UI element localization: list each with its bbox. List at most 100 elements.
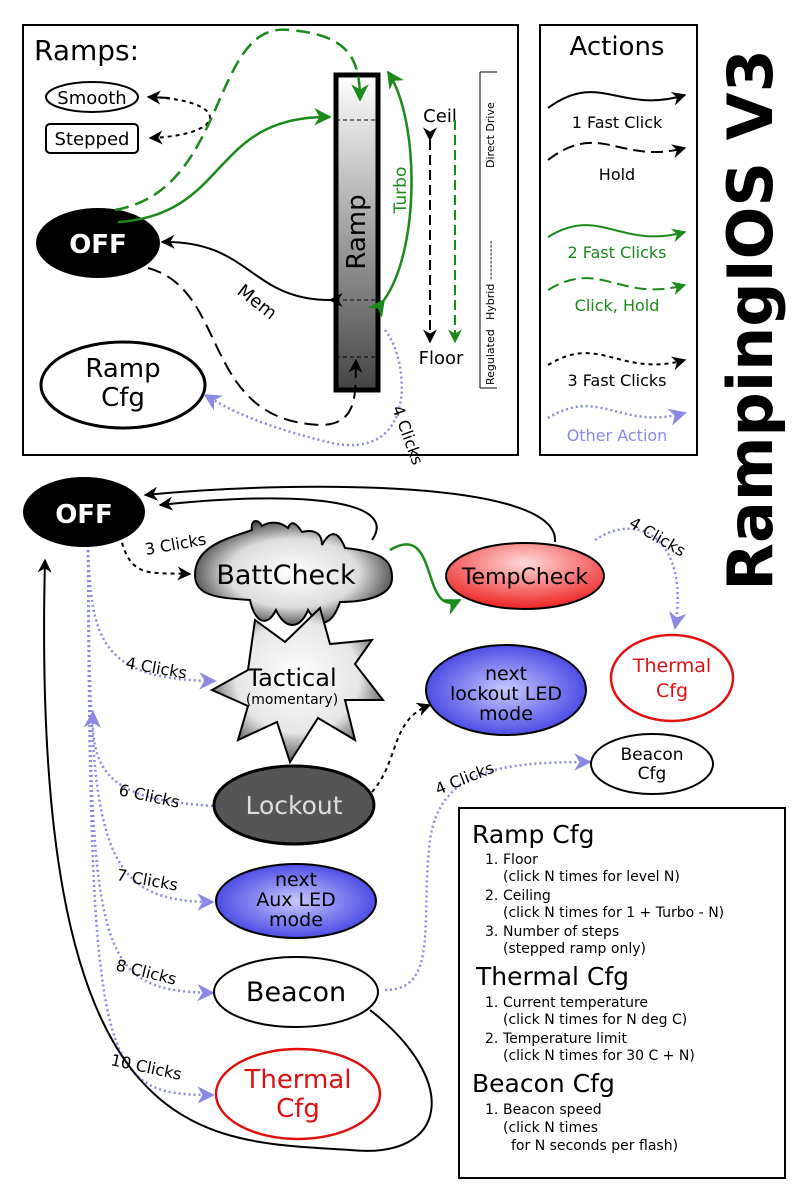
ramp-cfg-node: Ramp Cfg xyxy=(39,340,207,430)
page-title: RampingIOS V3 xyxy=(714,49,787,590)
ramp-cfg-item3-line2: (stepped ramp only) xyxy=(503,941,646,957)
side-dashes: ---------- xyxy=(484,240,497,280)
next-aux-line2: Aux LED xyxy=(256,889,336,911)
legend-line-5 xyxy=(547,352,687,371)
tactical-line2: (momentary) xyxy=(246,692,338,708)
ramps-heading: Ramps: xyxy=(34,34,139,67)
battcheck-node: BattCheck xyxy=(193,520,394,626)
actions-heading: Actions xyxy=(570,32,665,62)
off-hold-to-floor xyxy=(147,267,363,427)
next-lockout-line3: mode xyxy=(479,703,533,725)
side-direct-drive: Direct Drive xyxy=(484,102,497,168)
legend-line-3 xyxy=(547,224,687,243)
legend-label-1: 1 Fast Click xyxy=(572,113,663,132)
edge-label-six-clicks: 6 Clicks xyxy=(117,780,181,811)
battcheck-label: BattCheck xyxy=(216,560,356,591)
beacon-node: Beacon xyxy=(213,956,379,1028)
edge-beacon-to-off xyxy=(37,558,433,1152)
thermal-cfg-item2-line1: Temperature limit xyxy=(502,1031,627,1047)
tempcheck-node: TempCheck xyxy=(445,542,605,610)
next-aux-led-node: next Aux LED mode xyxy=(215,863,377,939)
smooth-label: Smooth xyxy=(57,88,126,109)
edge-lockout-to-off xyxy=(83,710,214,808)
beacon-cfg-line1: Beacon xyxy=(620,745,683,765)
edge-label-four-clicks-tactical: 4 Clicks xyxy=(124,653,188,682)
next-lockout-line1: next xyxy=(485,663,527,685)
edge-battcheck-to-off xyxy=(158,496,378,541)
thermal-cfg-small-node: Thermal Cfg xyxy=(609,633,735,723)
beacon-cfg-item1-line3: for N seconds per flash) xyxy=(511,1138,678,1154)
next-aux-line1: next xyxy=(275,869,317,891)
lockout-node: Lockout xyxy=(212,764,376,846)
edge-battcheck-to-tempcheck xyxy=(389,543,462,615)
next-lockout-line2: lockout LED xyxy=(450,683,562,705)
edge-off-to-next-aux xyxy=(86,539,215,911)
smooth-arrow xyxy=(146,90,171,105)
ramp-cfg-item1-line2: (click N times for level N) xyxy=(503,869,680,885)
ramp-to-cfg-four-clicks xyxy=(203,329,404,447)
smooth-node: Smooth xyxy=(45,81,139,113)
legend-label-4: Click, Hold xyxy=(575,296,660,315)
stepped-node: Stepped xyxy=(45,123,139,154)
tactical-line1: Tactical xyxy=(246,664,336,692)
off-to-ceil-double-click xyxy=(117,108,332,224)
edge-tempcheck-to-off xyxy=(143,485,557,543)
mem-arrow xyxy=(160,234,343,308)
edge-label-eight-clicks: 8 Clicks xyxy=(114,955,178,988)
edge-lockout-to-next-lockout xyxy=(371,702,432,793)
config-box: Ramp Cfg 1. Floor (click N times for lev… xyxy=(458,807,786,1179)
thermal-cfg-line1: Thermal xyxy=(243,1065,351,1095)
legend-line-6 xyxy=(547,404,687,426)
turbo-arrow xyxy=(367,70,413,318)
ramp-label: Ramp xyxy=(342,194,372,269)
thermal-cfg-title: Thermal Cfg xyxy=(475,962,629,991)
ramp-cfg-item2-line2: (click N times for 1 + Turbo - N) xyxy=(503,905,724,921)
thermal-cfg-item1-num: 1. xyxy=(485,995,498,1011)
ramp-cfg-item3-num: 3. xyxy=(485,924,498,940)
ramps-panel: Ramps: Smooth Stepped OFF Ramp Ramp Cfg xyxy=(22,24,519,467)
turbo-label: Turbo xyxy=(391,167,411,215)
thermal-cfg-line2: Cfg xyxy=(276,1094,320,1124)
edge-label-four-clicks-beacon: 4 Clicks xyxy=(432,758,496,799)
ramp-cfg-item2-num: 2. xyxy=(485,888,498,904)
tactical-node: Tactical (momentary) xyxy=(209,606,386,765)
ramp-cfg-title: Ramp Cfg xyxy=(472,820,594,849)
thermal-cfg-small-line2: Cfg xyxy=(656,680,688,702)
beacon-cfg-item1-line1: Beacon speed xyxy=(503,1102,602,1118)
edge-off-to-thermal-cfg xyxy=(86,539,215,1104)
legend-line-2 xyxy=(547,141,687,161)
legend-label-3: 2 Fast Clicks xyxy=(568,243,667,262)
tempcheck-label: TempCheck xyxy=(461,565,589,590)
lockout-label: Lockout xyxy=(245,791,342,820)
legend-label-2: Hold xyxy=(599,165,635,184)
ceil-label: Ceil xyxy=(423,106,457,127)
thermal-cfg-item2-line2: (click N times for 30 C + N) xyxy=(503,1048,695,1064)
ramp-off-node: OFF xyxy=(36,208,160,278)
edge-off-to-beacon xyxy=(86,539,215,1002)
actions-panel: Actions 1 Fast Click Hold 2 Fast Clicks … xyxy=(539,24,698,456)
ramp-cfg-item1-num: 1. xyxy=(485,852,498,868)
floor-label: Floor xyxy=(419,348,464,369)
ramp-cfg-line2: Cfg xyxy=(101,383,145,413)
beacon-cfg-node: Beacon Cfg xyxy=(590,733,714,795)
ramp-cfg-item1-line1: Floor xyxy=(503,852,538,868)
stepped-label: Stepped xyxy=(55,129,130,150)
ramp-cfg-item2-line1: Ceiling xyxy=(503,888,551,904)
edge-label-ten-clicks: 10 Clicks xyxy=(109,1050,183,1084)
beacon-cfg-item1-line2: (click N times xyxy=(503,1120,598,1136)
legend-line-4 xyxy=(547,277,687,296)
off-to-turbo-click-hold xyxy=(114,28,369,212)
smooth-stepped-toggle xyxy=(148,96,211,145)
off-node: OFF xyxy=(23,477,145,547)
edge-label-three-clicks: 3 Clicks xyxy=(143,530,207,559)
legend-line-1 xyxy=(547,91,687,109)
off-label: OFF xyxy=(55,500,113,530)
next-aux-line3: mode xyxy=(269,909,323,931)
thermal-cfg-item1-line2: (click N times for N deg C) xyxy=(503,1012,687,1028)
ramp-off-label: OFF xyxy=(69,230,127,260)
ramp-cfg-item3-line1: Number of steps xyxy=(503,924,619,940)
side-hybrid: Hybrid xyxy=(484,284,497,320)
beacon-cfg-line2: Cfg xyxy=(638,764,667,784)
edge-label-four-clicks-thermal: 4 Clicks xyxy=(626,513,689,560)
